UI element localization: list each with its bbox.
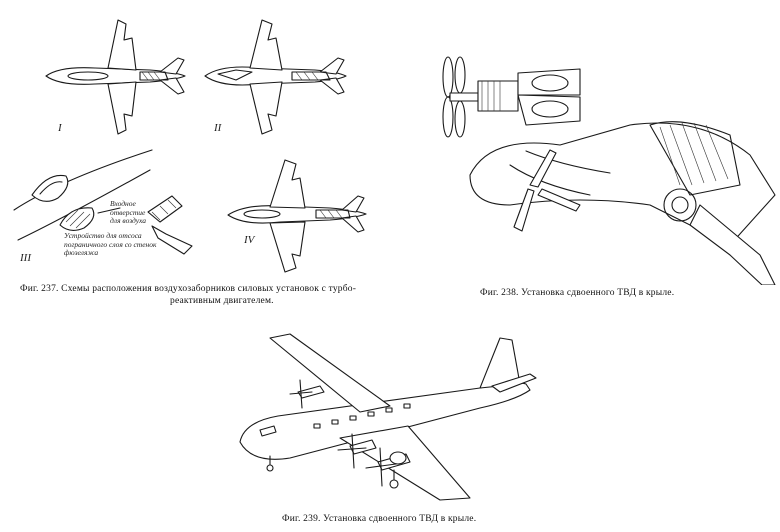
figure-239 <box>230 330 550 505</box>
note-boundary-layer-device: Устройство для отсоса пограничного слоя … <box>64 231 157 257</box>
inlet-detail-3 <box>13 149 193 255</box>
aircraft-scheme-1 <box>45 19 186 135</box>
contra-propellers <box>442 56 479 138</box>
label-scheme-3: III <box>20 252 31 264</box>
note-air-inlet: Входное отверстие для воздуха <box>110 199 146 225</box>
label-scheme-2: II <box>214 122 222 134</box>
cabin-windows <box>313 403 411 429</box>
engines <box>289 379 411 487</box>
caption-fig238: Фиг. 238. Установка сдвоенного ТВД в кры… <box>480 288 675 298</box>
airliner <box>239 333 537 501</box>
label-scheme-1: I <box>58 122 62 134</box>
caption-fig239: Фиг. 239. Установка сдвоенного ТВД в кры… <box>282 514 477 524</box>
twin-turboprop-engine <box>477 68 581 126</box>
aircraft-scheme-2 <box>204 19 347 135</box>
fig237-drawings <box>13 19 367 273</box>
fig238-drawing <box>442 56 776 285</box>
landing-gear <box>266 455 399 489</box>
wing-nacelle <box>469 121 776 285</box>
caption-fig237-line1: Фиг. 237. Схемы расположения воздухозабо… <box>20 284 357 294</box>
fig239-drawing <box>239 333 537 501</box>
figure-237: I II III IV Входное отверстие для воздух… <box>0 0 400 300</box>
label-scheme-4: IV <box>244 234 255 246</box>
aircraft-scheme-4 <box>227 159 367 273</box>
caption-fig237-line2: реактивным двигателем. <box>170 296 274 306</box>
figure-238 <box>430 55 780 285</box>
